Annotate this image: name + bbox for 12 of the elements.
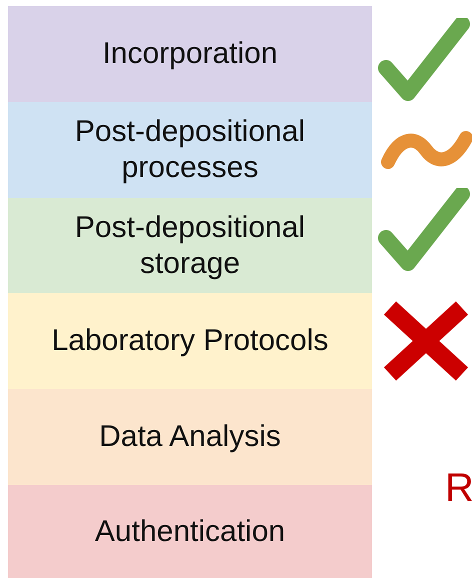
stage-label: Post-depositional processes [74, 114, 306, 186]
stage-label: Incorporation [101, 36, 279, 72]
stage-label: Laboratory Protocols [50, 323, 330, 359]
stage-label: Post-depositional storage [74, 210, 306, 282]
stage-band [8, 102, 372, 198]
stage-band [8, 293, 372, 389]
stage-label: Authentication [94, 514, 286, 550]
stage-band [8, 389, 372, 485]
stage-band [8, 198, 372, 293]
stage-label: Data Analysis [98, 419, 282, 455]
stage-band [8, 485, 372, 578]
stage-band [8, 6, 372, 102]
